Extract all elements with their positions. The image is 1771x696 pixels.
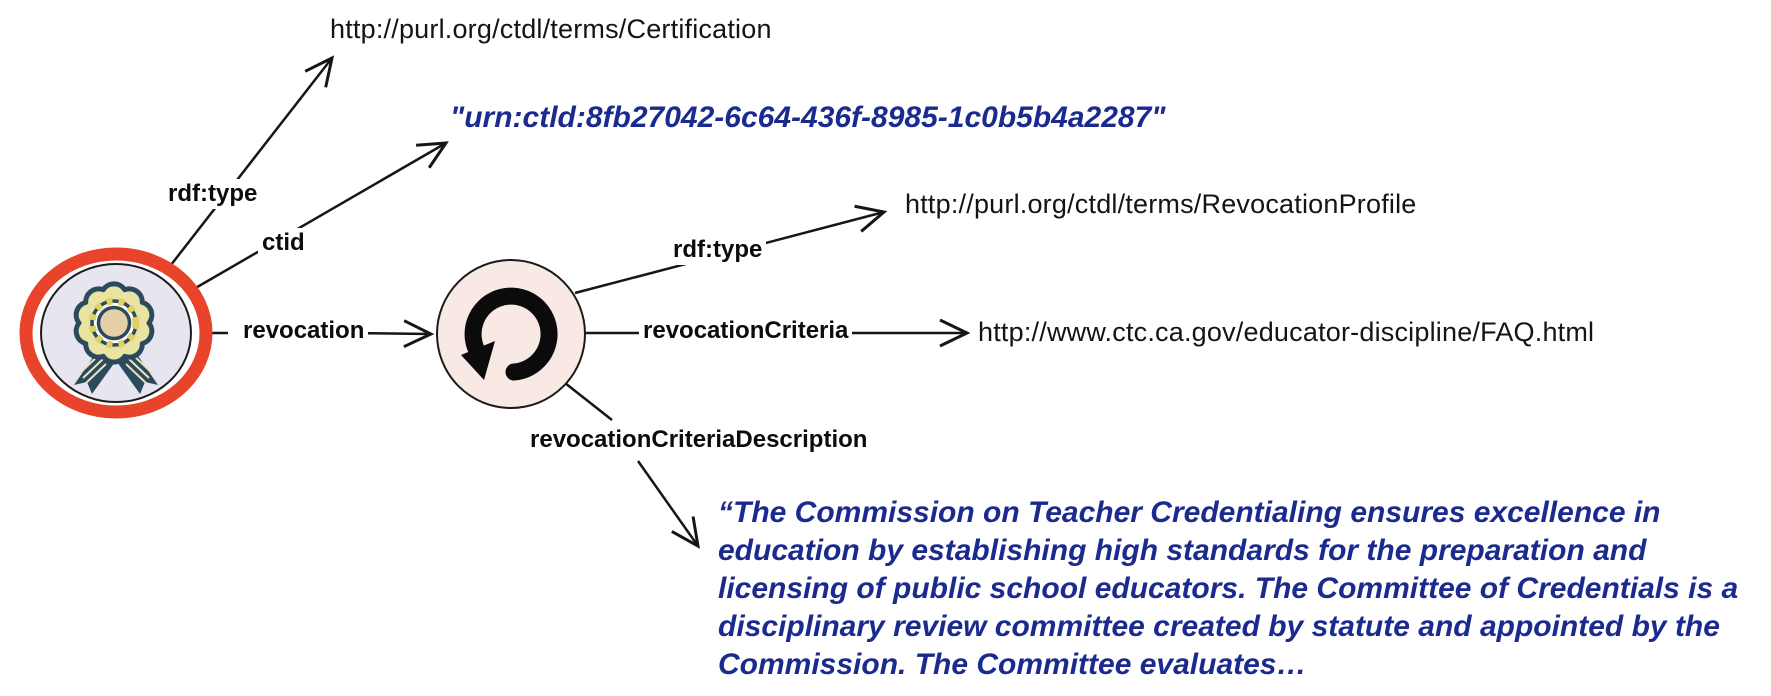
edge-label-ctid: ctid bbox=[258, 228, 309, 258]
certification-node bbox=[19, 247, 213, 419]
edge-description-stub bbox=[564, 382, 613, 421]
description-line: licensing of public school educators. Th… bbox=[718, 572, 1739, 605]
revocation-profile-node bbox=[436, 259, 586, 409]
description-line: education by establishing high standards… bbox=[718, 534, 1647, 567]
revocation-criteria-description-literal: “The Commission on Teacher Credentialing… bbox=[718, 494, 1738, 684]
edge-label-rdf-type-certification: rdf:type bbox=[164, 179, 262, 209]
ctid-literal: "urn:ctld:8fb27042-6c64-436f-8985-1c0b5b… bbox=[450, 101, 1166, 134]
description-line: “The Commission on Teacher Credentialing… bbox=[718, 496, 1661, 529]
edge-label-revocation-criteria-description: revocationCriteriaDescription bbox=[526, 425, 872, 455]
revocation-criteria-uri: http://www.ctc.ca.gov/educator-disciplin… bbox=[978, 317, 1595, 347]
edge-rdf-type-certification bbox=[159, 58, 332, 280]
award-badge-icon bbox=[19, 247, 213, 419]
description-line: disciplinary review committee created by… bbox=[718, 610, 1720, 643]
edge-label-rdf-type-revocation: rdf:type bbox=[669, 235, 767, 265]
edge-description-arrow bbox=[636, 460, 698, 546]
description-line: Commission. The Committee evaluates… bbox=[718, 648, 1307, 681]
edge-label-revocation-criteria: revocationCriteria bbox=[639, 316, 853, 346]
edge-label-revocation: revocation bbox=[239, 316, 369, 346]
revocation-profile-type-uri: http://purl.org/ctdl/terms/RevocationPro… bbox=[905, 189, 1417, 219]
edge-ctid bbox=[179, 143, 446, 299]
certification-type-uri: http://purl.org/ctdl/terms/Certification bbox=[330, 14, 772, 44]
rotate-ccw-icon bbox=[461, 287, 558, 381]
